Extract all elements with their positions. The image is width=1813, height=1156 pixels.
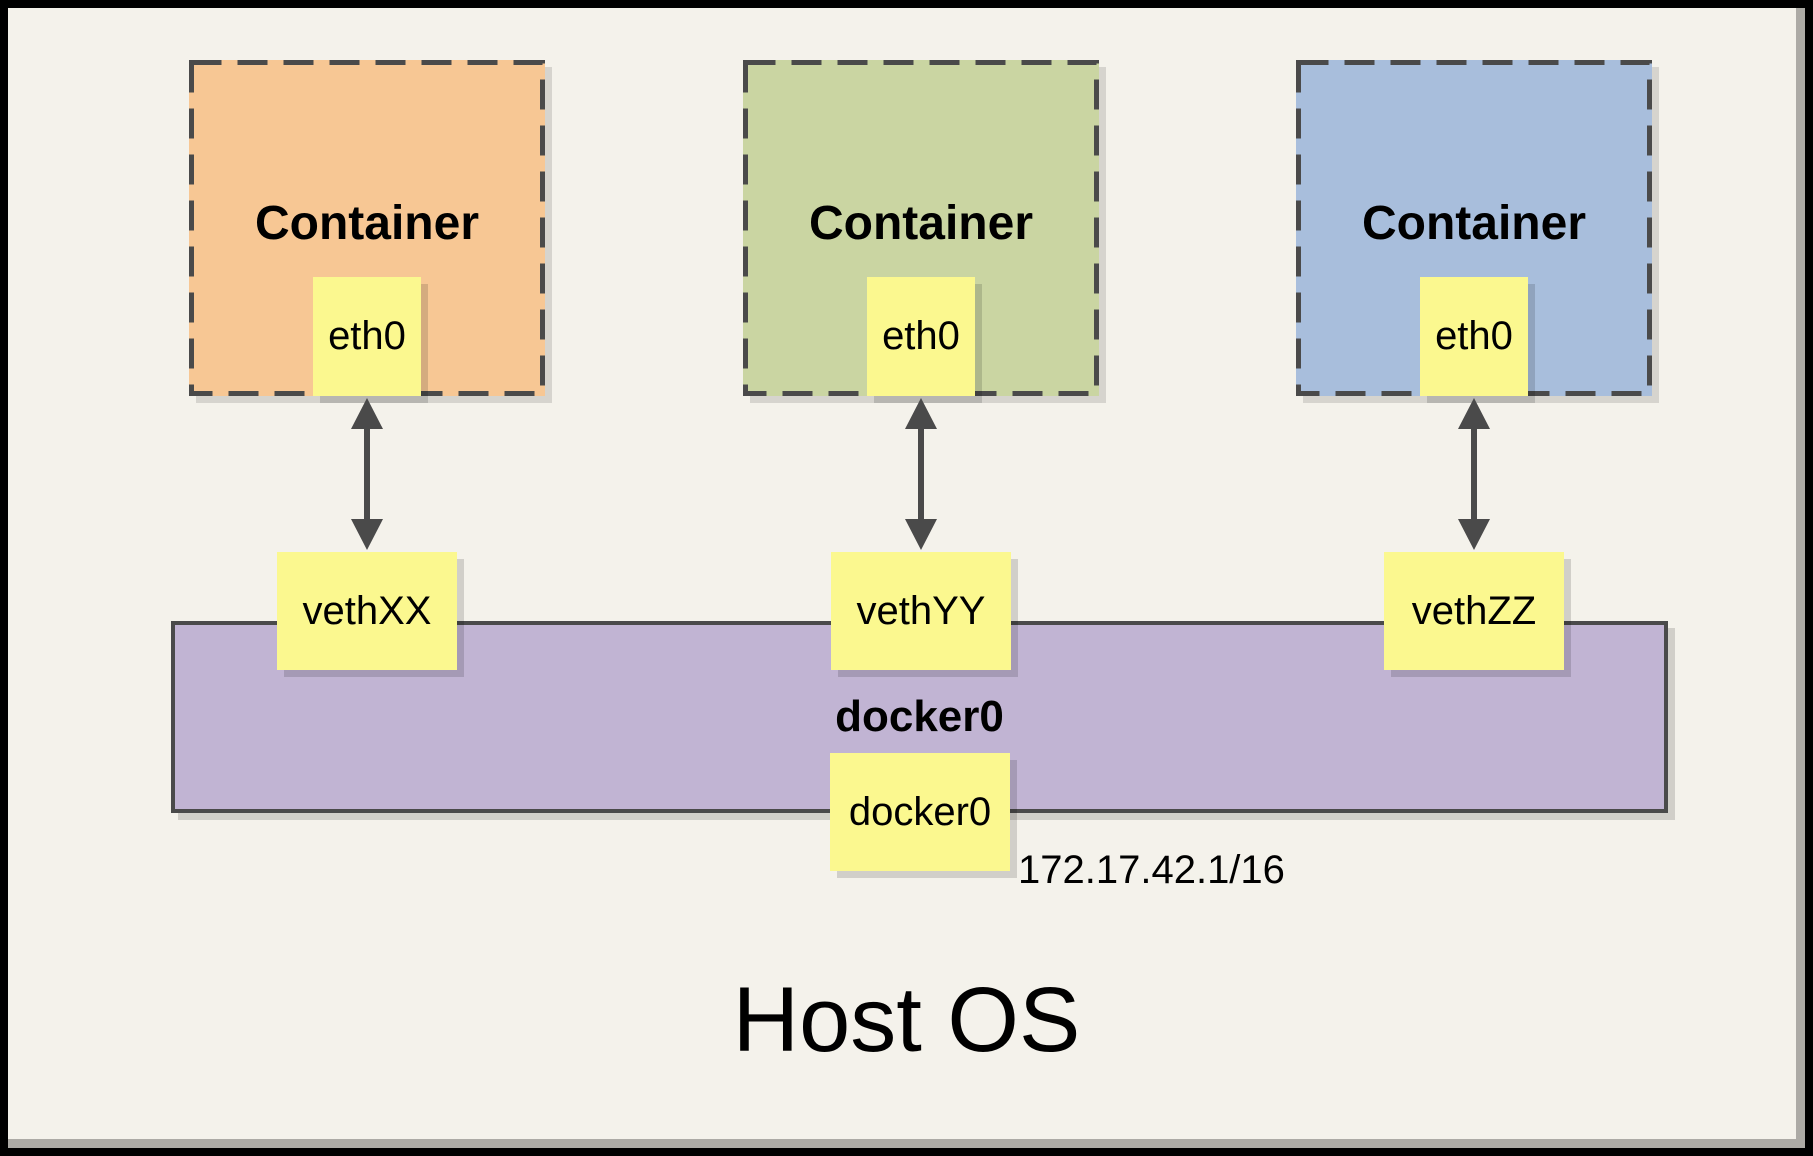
host-os-label: Host OS xyxy=(732,969,1081,1071)
eth0-label: eth0 xyxy=(882,314,960,358)
veth-label: vethYY xyxy=(856,588,986,633)
eth0-interface-chip: eth0 xyxy=(867,277,975,396)
docker0-label: docker0 xyxy=(848,789,992,834)
container-title: Container xyxy=(254,197,479,250)
eth0-interface-chip: eth0 xyxy=(313,277,421,396)
eth0-label: eth0 xyxy=(328,314,406,358)
ip-address-label: 172.17.42.1/16 xyxy=(1018,848,1285,892)
container-box-1: Container eth0 xyxy=(189,60,545,396)
container-box-2: Container eth0 xyxy=(743,60,1099,396)
vethyy-interface-chip: vethYY xyxy=(831,552,1011,670)
veth-label: vethXX xyxy=(302,588,432,633)
container-title: Container xyxy=(1361,197,1586,250)
eth0-interface-chip: eth0 xyxy=(1420,277,1528,396)
veth-label: vethZZ xyxy=(1411,588,1537,633)
vethzz-interface-chip: vethZZ xyxy=(1384,552,1564,670)
container-title: Container xyxy=(808,197,1033,250)
double-arrow-icon xyxy=(1458,398,1490,550)
double-arrow-icon xyxy=(905,398,937,550)
docker0-interface-chip: docker0 xyxy=(830,753,1010,871)
vethxx-interface-chip: vethXX xyxy=(277,552,457,670)
bridge-title: docker0 xyxy=(835,692,1004,741)
container-box-3: Container eth0 xyxy=(1296,60,1652,396)
eth0-label: eth0 xyxy=(1435,314,1513,358)
double-arrow-icon xyxy=(351,398,383,550)
